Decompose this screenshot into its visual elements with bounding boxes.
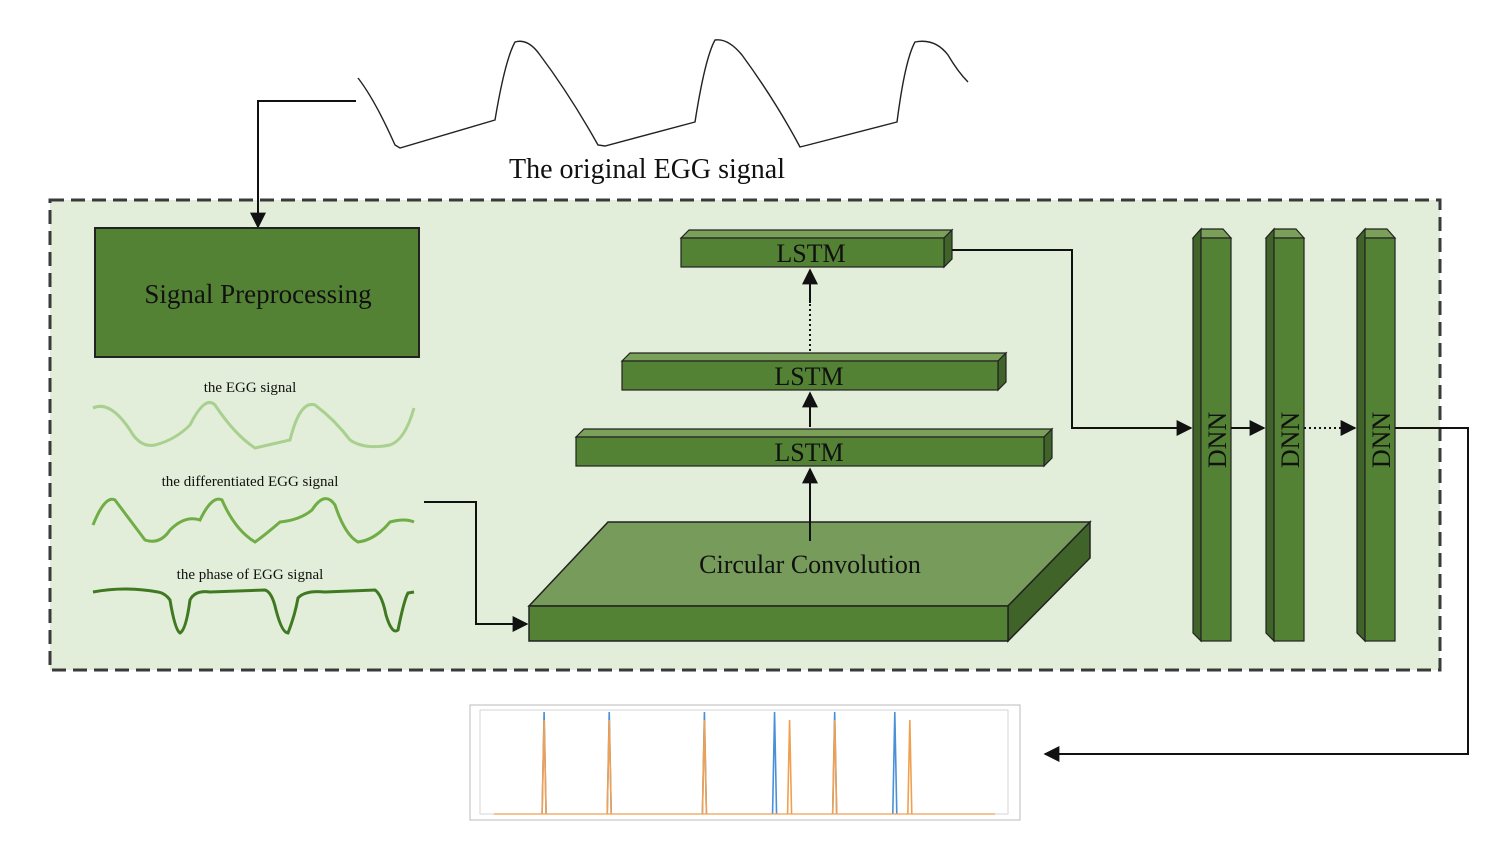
original-egg-waveform — [357, 39, 969, 149]
lstm-block-2 — [620, 351, 1008, 392]
phase-signal-wave — [92, 587, 415, 635]
phase-signal-label: the phase of EGG signal — [177, 567, 324, 583]
peak-series2-5 — [831, 719, 838, 815]
arrow-signal-to-preprocessing — [250, 100, 356, 229]
preprocessing-box — [94, 227, 420, 358]
dnn-label-2: DNN — [1276, 412, 1305, 469]
arrow-lstm-to-dnn — [952, 249, 1193, 436]
dnn-block-2 — [1264, 227, 1306, 643]
dnn-block-1 — [1191, 227, 1233, 643]
original-signal-label: The original EGG signal — [509, 154, 785, 185]
dnn-label-1: DNN — [1203, 412, 1232, 469]
dnn-block-3 — [1355, 227, 1397, 643]
egg-signal-wave — [92, 401, 416, 450]
peak-series2-4 — [786, 719, 793, 815]
preprocessing-label: Signal Preprocessing — [144, 279, 371, 309]
diff-signal-wave — [91, 497, 415, 544]
lstm-block-1 — [574, 427, 1054, 468]
conv-label: Circular Convolution — [699, 550, 921, 579]
output-plot — [469, 704, 1021, 821]
diff-signal-label: the differentiated EGG signal — [162, 474, 339, 490]
circular-convolution-block — [527, 520, 1092, 643]
lstm-label-1: LSTM — [774, 438, 843, 467]
peak-series2-6 — [907, 719, 913, 815]
peak-series2-1 — [541, 719, 547, 815]
peak-series1-6 — [892, 711, 898, 815]
lstm-label-3: LSTM — [776, 239, 845, 268]
lstm-block-3 — [679, 228, 954, 269]
peak-series2-3 — [701, 719, 708, 815]
peak-series2-2 — [606, 719, 613, 815]
lstm-label-2: LSTM — [774, 362, 843, 391]
arrow-dnn-to-output — [1043, 427, 1469, 762]
arrow-signals-to-conv — [424, 501, 529, 632]
output-plot-peaks — [541, 711, 913, 815]
peak-series1-4 — [771, 711, 778, 815]
egg-signal-label: the EGG signal — [204, 380, 296, 396]
dnn-label-3: DNN — [1367, 412, 1396, 469]
